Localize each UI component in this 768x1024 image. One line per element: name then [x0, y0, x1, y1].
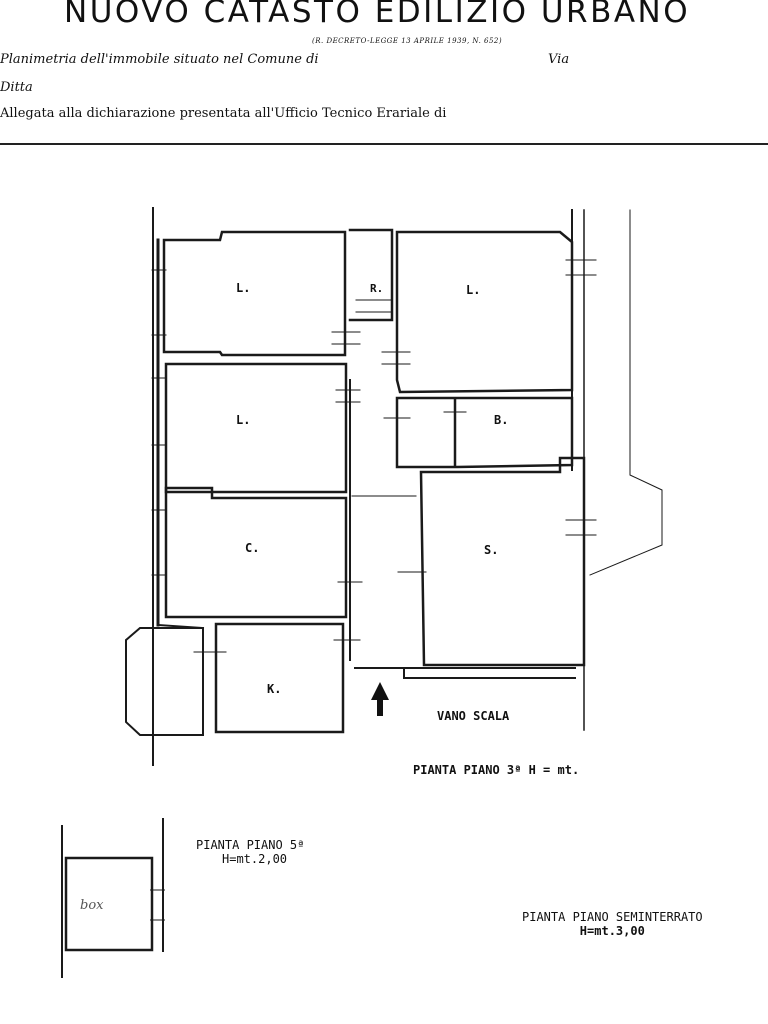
basement-caption-title: PIANTA PIANO SEMINTERRATO — [522, 910, 703, 924]
entry-arrow-icon — [371, 682, 389, 716]
closet-walls — [125, 627, 204, 736]
balcony-outline — [589, 209, 663, 576]
basement-caption-height: H=mt.3,00 — [579, 924, 645, 938]
header-divider — [0, 143, 768, 145]
room-l1-walls — [162, 230, 347, 357]
door-marks — [193, 299, 467, 653]
room-r-walls — [348, 228, 394, 322]
room-c-walls — [164, 486, 348, 619]
form-decree-reference: (R. DECRETO-LEGGE 13 APRILE 1939, N. 652… — [312, 37, 503, 45]
form-title: NUOVO CATASTO EDILIZIO URBANO — [64, 0, 691, 30]
room-label-c: C. — [245, 541, 260, 555]
basement-caption: PIANTA PIANO SEMINTERRATO H=mt.3,00 — [522, 910, 703, 938]
room-label-r: R. — [370, 282, 384, 295]
room-label-s: S. — [484, 543, 499, 557]
floor5-room-label: box — [80, 898, 104, 913]
form-via-label: Via — [548, 52, 570, 67]
form-office-line: Allegata alla dichiarazione presentata a… — [0, 106, 447, 121]
room-label-b: B. — [494, 413, 509, 427]
floor5-caption-height: H=mt.2,00 — [222, 852, 288, 866]
floor5-plan — [61, 818, 165, 978]
room-s-walls — [419, 456, 586, 667]
floor5-caption-title: PIANTA PIANO 5ª — [196, 838, 305, 852]
floor3-caption: PIANTA PIANO 3ª H = mt. — [413, 763, 580, 777]
room-label-l2: L. — [466, 283, 481, 297]
room-l3-walls — [164, 362, 348, 494]
room-label-l1: L. — [236, 281, 251, 295]
room-b-walls — [395, 396, 574, 469]
right-windows — [565, 259, 597, 536]
stair-label: VANO SCALA — [437, 709, 510, 723]
form-municipality-line: Planimetria dell'immobile situato nel Co… — [0, 52, 319, 67]
room-k-walls — [214, 622, 345, 734]
room-label-k: K. — [267, 682, 282, 696]
room-label-l3: L. — [236, 413, 251, 427]
room-l2-walls — [395, 230, 574, 394]
floor5-caption: PIANTA PIANO 5ª H=mt.2,00 — [196, 838, 304, 866]
form-owner-line: Ditta — [0, 80, 33, 95]
